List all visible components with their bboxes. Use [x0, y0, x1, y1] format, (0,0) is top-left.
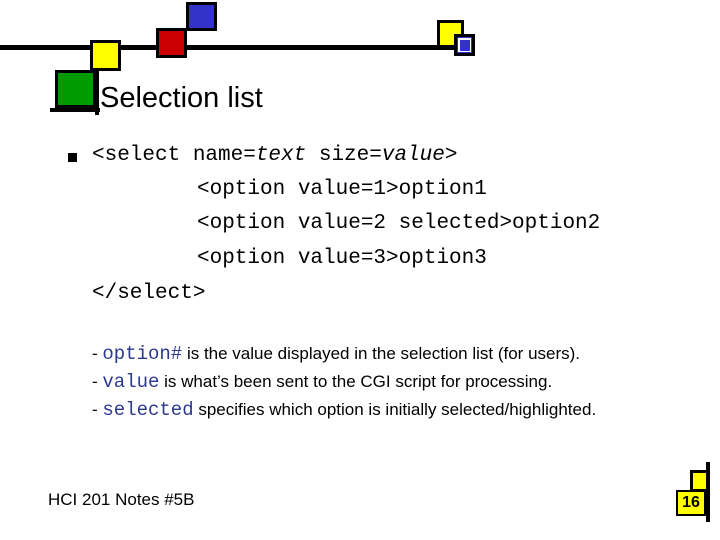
note-text: is what’s been sent to the CGI script fo…: [159, 372, 553, 391]
footer-text: HCI 201 Notes #5B: [48, 490, 195, 509]
header-rule-vertical: [95, 45, 99, 115]
decor-square-red: [156, 28, 187, 58]
note-keyword: value: [102, 371, 160, 393]
note-prefix: -: [92, 372, 103, 391]
note-option: - option# is the value displayed in the …: [92, 343, 580, 365]
note-prefix: -: [92, 344, 103, 363]
code-line-option3: <option value=3>option3: [197, 247, 487, 270]
decor-square-blue-right-core: [460, 40, 470, 51]
note-keyword: selected: [102, 399, 194, 421]
code-token: <select name=: [92, 144, 256, 167]
slide-title: Selection list: [100, 82, 263, 114]
code-token-text: text: [255, 144, 307, 167]
note-text: is the value displayed in the selection …: [182, 344, 581, 363]
decor-square-yellow: [90, 40, 121, 71]
note-value: - value is what’s been sent to the CGI s…: [92, 371, 552, 393]
note-selected: - selected specifies which option is ini…: [92, 399, 596, 421]
code-token: size=: [306, 144, 382, 167]
decor-square-green: [55, 70, 96, 108]
code-line-select-close: </select>: [92, 282, 206, 305]
note-text: specifies which option is initially sele…: [193, 400, 597, 419]
page-number-decor-rule: [706, 462, 710, 522]
code-line-select-open: <select name=text size=value>: [92, 144, 458, 167]
header-rule-top: [0, 45, 475, 50]
code-token: >: [444, 144, 458, 167]
page-number: 16: [676, 490, 706, 516]
note-prefix: -: [92, 400, 103, 419]
code-token-value: value: [381, 144, 445, 167]
note-keyword: option#: [102, 343, 183, 365]
bullet-icon: [68, 153, 77, 162]
code-line-option2: <option value=2 selected>option2: [197, 212, 601, 235]
decor-square-blue: [186, 2, 217, 31]
title-underline: [50, 108, 100, 112]
code-line-option1: <option value=1>option1: [197, 178, 487, 201]
